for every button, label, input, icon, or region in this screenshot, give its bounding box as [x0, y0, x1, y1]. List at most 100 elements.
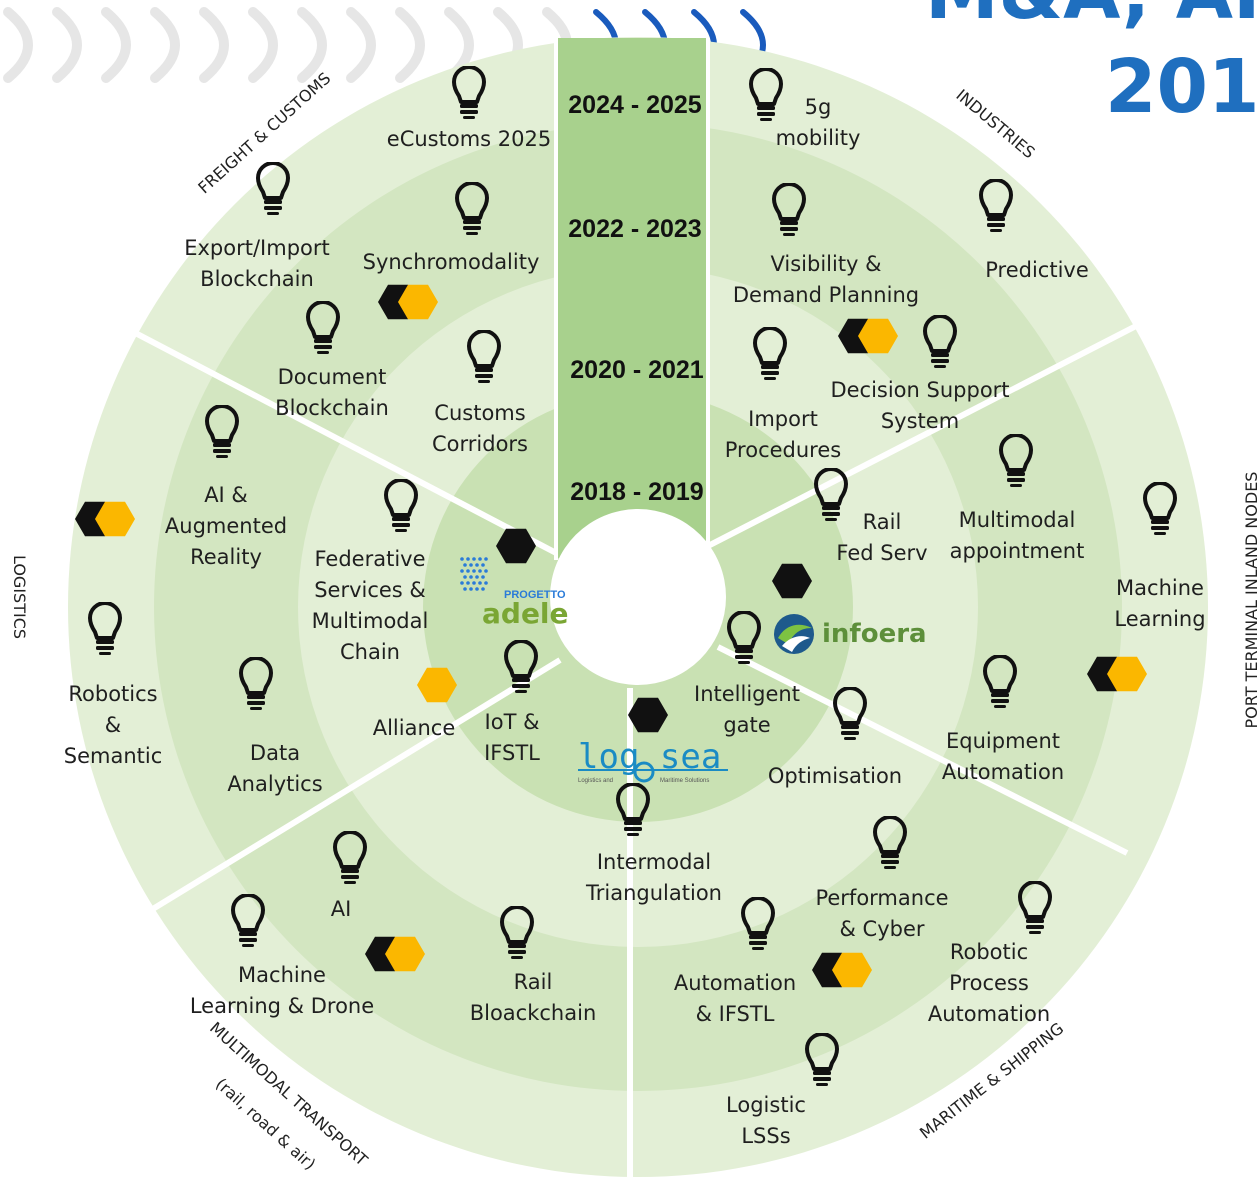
- period-label-2024: 2024 - 2025: [568, 91, 702, 119]
- roadmap-item: eCustoms 2025: [387, 66, 551, 151]
- roadmap-item: AI: [331, 831, 367, 921]
- item-label: Alliance: [373, 716, 456, 740]
- chevron-grey: [199, 7, 229, 83]
- item-label: Optimisation: [768, 764, 902, 788]
- adele-logo-dot: [472, 569, 476, 573]
- roadmap-item: Alliance: [373, 667, 457, 740]
- period-label-2018: 2018 - 2019: [570, 478, 703, 506]
- chevron-grey: [3, 7, 33, 83]
- adele-logo-dot: [475, 563, 479, 567]
- adele-logo-top: PROGETTO: [504, 589, 566, 601]
- adele-logo-dots: [460, 557, 488, 591]
- sector-label-port-terminal: PORT TERMINAL INLAND NODES: [1242, 472, 1260, 729]
- adele-logo-dot: [469, 587, 473, 591]
- adele-logo-dot: [478, 581, 482, 585]
- item-label: Performance& Cyber: [815, 886, 948, 941]
- adele-logo-dot: [463, 587, 467, 591]
- adele-logo-dot: [475, 587, 479, 591]
- item-label: IoT &IFSTL: [484, 710, 540, 765]
- year-band: [557, 38, 707, 558]
- adele-logo-dot: [484, 557, 488, 561]
- roadmap-item: Optimisation: [768, 687, 902, 788]
- chevron-grey: [150, 7, 180, 83]
- chevron-grey: [101, 7, 131, 83]
- roadmap-item: Visibility &Demand Planning: [733, 183, 919, 307]
- infoera-logo-swoosh-2: [782, 636, 810, 652]
- adele-logo-dot: [481, 587, 485, 591]
- adele-logo-dot: [481, 575, 485, 579]
- adele-logo-dot: [472, 557, 476, 561]
- adele-logo-dot: [466, 557, 470, 561]
- item-label: Robotics&Semantic: [64, 682, 163, 768]
- item-label: eCustoms 2025: [387, 127, 551, 151]
- adele-logo-dot: [466, 581, 470, 585]
- chevron-grey: [297, 7, 327, 83]
- adele-logo-dot: [460, 557, 464, 561]
- title-line-1: M&A, AI: [925, 0, 1260, 36]
- roadmap-item: Performance& Cyber: [815, 816, 949, 941]
- period-label-2022: 2022 - 2023: [568, 215, 701, 243]
- center-hole: [550, 509, 726, 685]
- roadmap-item: IoT &IFSTL: [484, 640, 540, 765]
- period-label-2020: 2020 - 2021: [570, 356, 704, 384]
- roadmap-item: Automation& IFSTL: [674, 897, 796, 1026]
- adele-logo-dot: [478, 569, 482, 573]
- logsea-logo-at: [633, 761, 655, 783]
- adele-logo-dot: [466, 569, 470, 573]
- item-label: Visibility &Demand Planning: [733, 252, 919, 307]
- adele-logo-dot: [463, 563, 467, 567]
- infoera-logo-swoosh: [778, 624, 812, 644]
- sector-label-multimodal-transport-sub: (rail, road & air): [212, 1074, 319, 1173]
- chevron-grey: [52, 7, 82, 83]
- item-label: Predictive: [985, 258, 1089, 282]
- roadmap-item: Synchromodality: [363, 182, 540, 274]
- adele-logo-dot: [481, 563, 485, 567]
- item-label: Synchromodality: [363, 250, 540, 274]
- chevron-grey: [248, 7, 278, 83]
- infoera-logo-main: infoera: [822, 619, 927, 649]
- adele-logo-dot: [475, 575, 479, 579]
- infoera-logo: infoera: [774, 614, 927, 654]
- logsea-logo: log sea Logistics and Maritime Solutions: [578, 737, 728, 784]
- sector-label-logistics: LOGISTICS: [10, 555, 29, 639]
- chevron-grey: [346, 7, 376, 83]
- adele-logo-dot: [484, 581, 488, 585]
- adele-logo-dot: [460, 569, 464, 573]
- item-label: AI: [331, 897, 352, 921]
- roadmap-item: Predictive: [979, 179, 1089, 282]
- logsea-logo-sub-right: Maritime Solutions: [660, 778, 709, 784]
- adele-logo-dot: [469, 563, 473, 567]
